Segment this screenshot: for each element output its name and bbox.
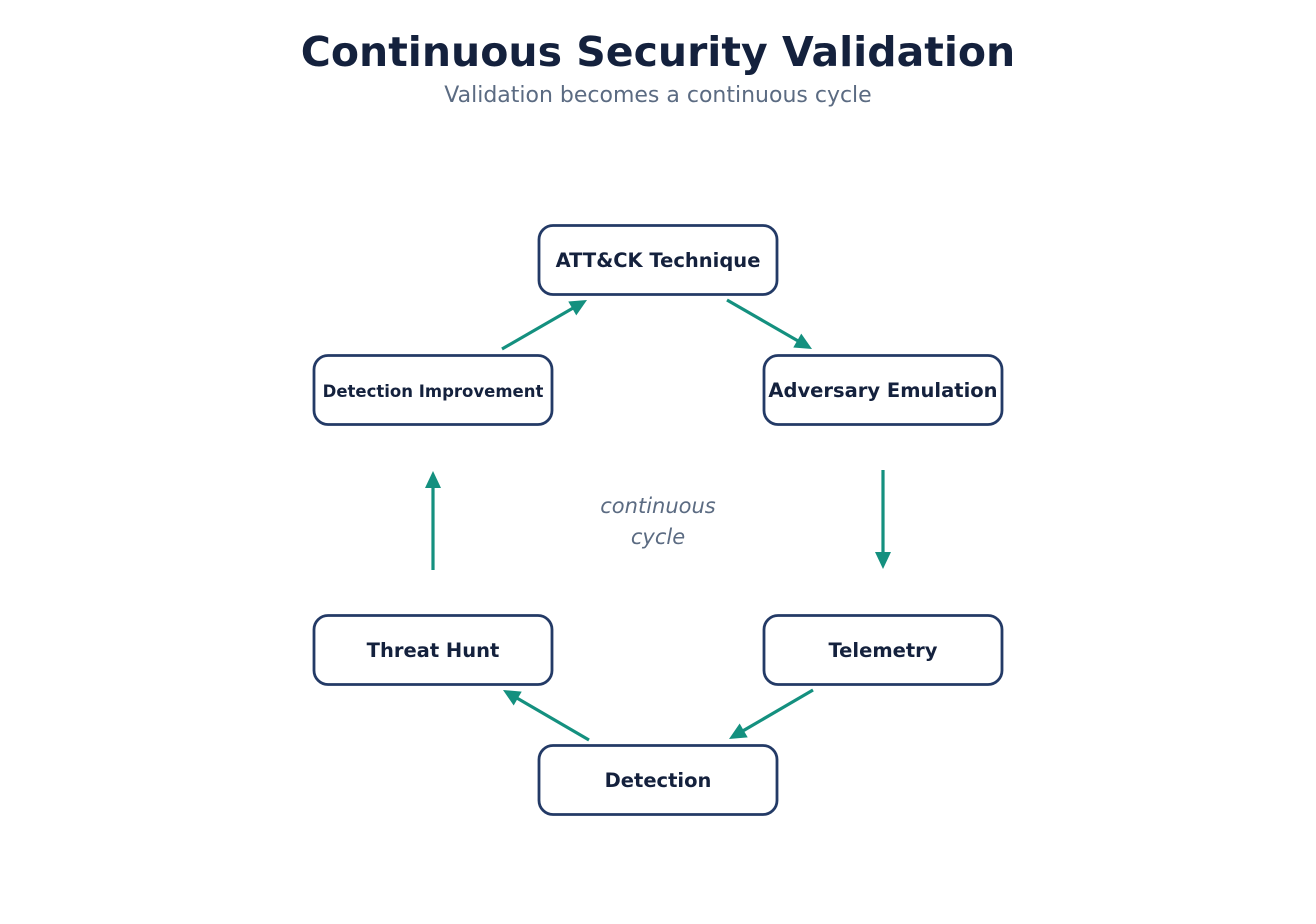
node-box [312, 354, 554, 426]
node-label: Detection [605, 769, 712, 792]
arrow-head [875, 552, 891, 569]
arrow-head [503, 690, 522, 706]
node-improvement: Detection Improvement [312, 354, 554, 426]
diagram-subtitle: Validation becomes a continuous cycle [444, 83, 872, 108]
arrow-attck-to-emulation [726, 298, 812, 349]
center-label-line-2: cycle [631, 525, 685, 549]
node-label: Adversary Emulation [768, 379, 997, 402]
node-box [537, 744, 779, 816]
edges-layer [425, 298, 891, 742]
node-box [537, 224, 779, 296]
node-label: Detection Improvement [323, 382, 544, 401]
arrow-hunt-to-improvement [425, 471, 441, 570]
node-attck: ATT&CK Technique [537, 224, 779, 296]
node-label: Telemetry [828, 639, 937, 662]
arrow-emulation-to-telemetry [875, 470, 891, 569]
node-label: ATT&CK Technique [556, 249, 761, 272]
arrow-head [793, 333, 812, 349]
arrow-head [425, 471, 441, 488]
arrow-telemetry-to-detection [729, 688, 814, 739]
node-label: Threat Hunt [367, 639, 500, 662]
arrow-line [515, 696, 590, 742]
arrow-line [501, 306, 575, 351]
node-emulation: Adversary Emulation [762, 354, 1004, 426]
node-box [762, 354, 1004, 426]
node-detection: Detection [537, 744, 779, 816]
diagram-title: Continuous Security Validation [300, 28, 1016, 76]
node-telemetry: Telemetry [762, 614, 1004, 686]
node-box [312, 614, 554, 686]
arrow-line [741, 688, 814, 733]
arrow-line [726, 298, 800, 343]
node-box [762, 614, 1004, 686]
node-hunt: Threat Hunt [312, 614, 554, 686]
arrow-head [568, 300, 587, 316]
center-label-line-1: continuous [600, 494, 716, 518]
arrow-improvement-to-attck [501, 300, 587, 351]
arrow-head [729, 723, 748, 739]
arrow-detection-to-hunt [503, 690, 590, 742]
